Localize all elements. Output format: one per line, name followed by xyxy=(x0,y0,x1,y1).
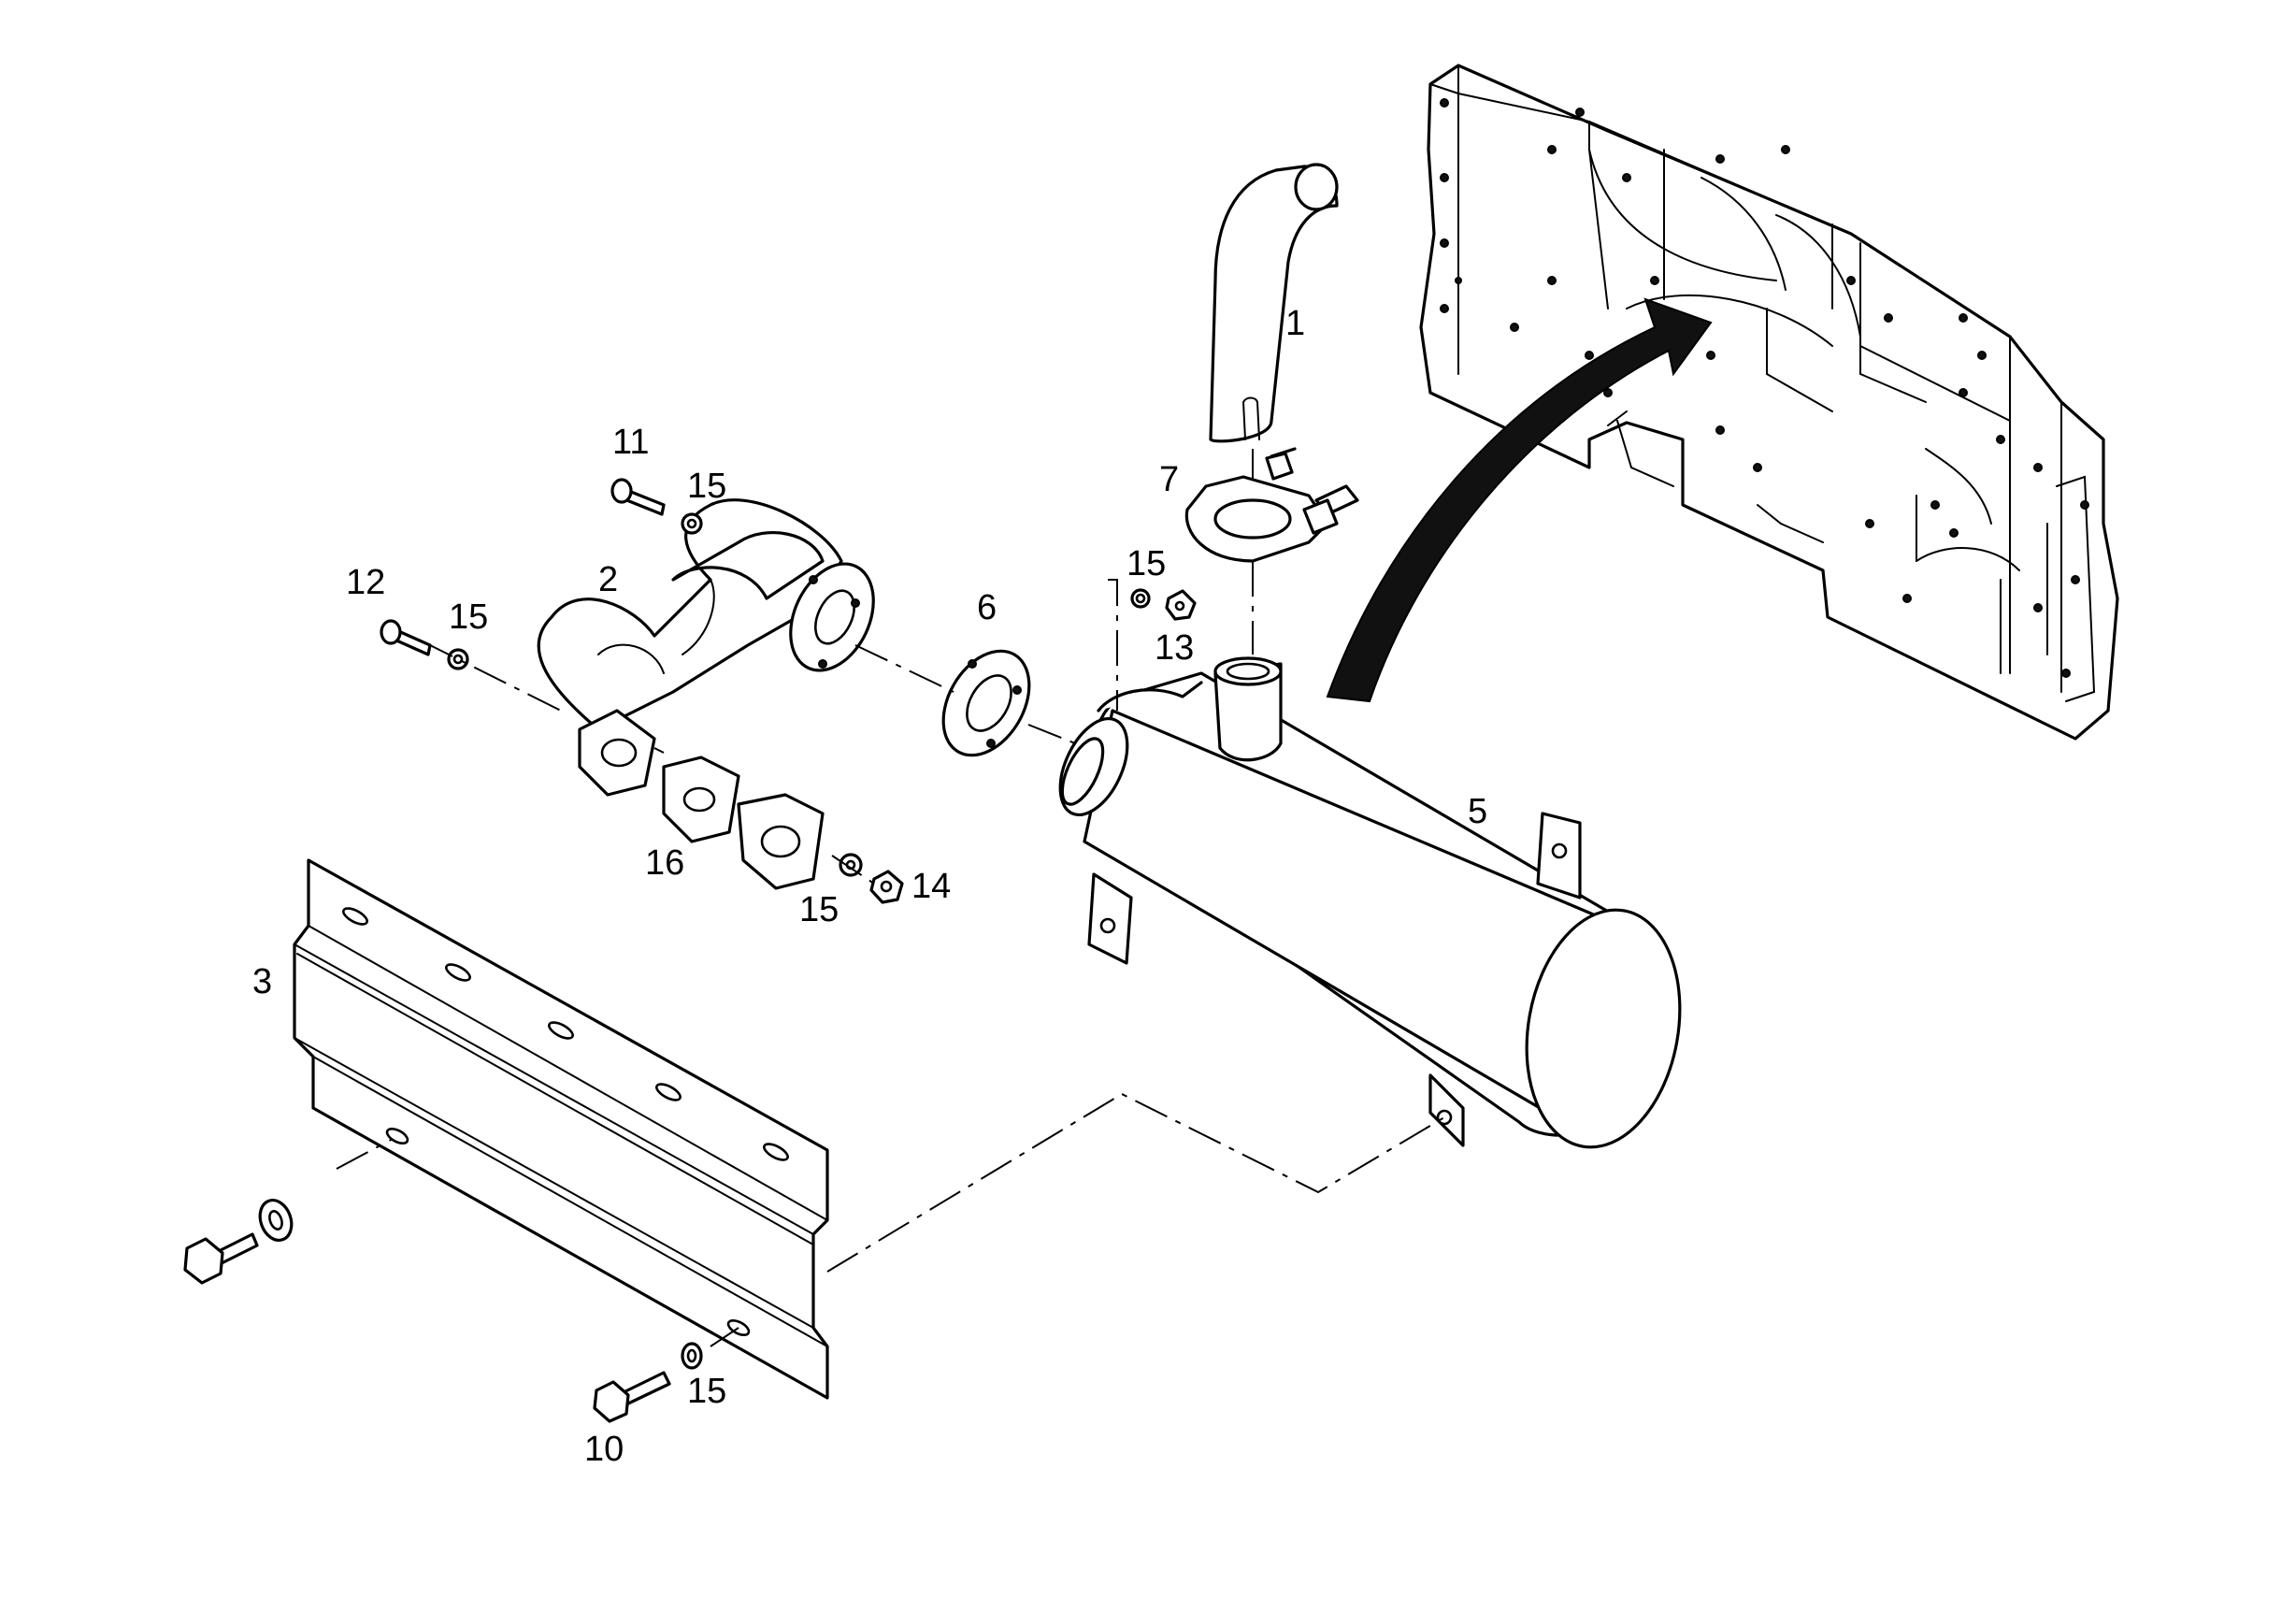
flange-gasket xyxy=(662,756,825,890)
callout-11: 11 xyxy=(612,423,649,462)
callout-12: 12 xyxy=(346,563,385,602)
callout-10: 10 xyxy=(584,1430,624,1469)
washer-15-c xyxy=(1130,588,1151,609)
callout-15-d: 15 xyxy=(799,890,839,929)
callout-15-c: 15 xyxy=(1126,544,1166,583)
callout-2: 2 xyxy=(598,560,618,599)
callout-labels: 1 2 3 5 6 7 10 11 12 13 14 15 15 15 15 1… xyxy=(252,304,1487,1469)
nut-14 xyxy=(869,870,904,904)
exhaust-clamp xyxy=(1184,447,1359,563)
heat-shield xyxy=(293,858,829,1400)
callout-15-e: 15 xyxy=(687,1372,726,1411)
gasket xyxy=(941,649,1031,757)
bolt-12 xyxy=(380,619,432,656)
tail-pipe xyxy=(1209,163,1339,443)
callout-15-a: 15 xyxy=(687,467,726,506)
callout-14: 14 xyxy=(911,867,951,906)
chassis-frame xyxy=(1419,64,2119,741)
callout-7: 7 xyxy=(1159,460,1179,499)
exhaust-pipe xyxy=(537,498,875,797)
washer-15-b xyxy=(447,648,469,670)
centerlines xyxy=(336,579,1445,1347)
callout-1: 1 xyxy=(1285,304,1305,343)
callout-5: 5 xyxy=(1468,792,1487,831)
washer-15-e xyxy=(681,1342,703,1370)
bolt-10 xyxy=(593,1371,671,1423)
arrow-to-chassis xyxy=(1326,297,1713,703)
callout-3: 3 xyxy=(252,962,272,1001)
washer-15-a xyxy=(681,512,703,535)
washer-large xyxy=(258,1199,294,1242)
callout-6: 6 xyxy=(977,588,997,627)
callout-13: 13 xyxy=(1155,628,1194,668)
callout-15-b: 15 xyxy=(449,597,488,637)
muffler xyxy=(1058,656,1682,1149)
callout-16: 16 xyxy=(645,843,684,883)
bolt-large xyxy=(183,1232,259,1285)
nut-13 xyxy=(1165,589,1197,621)
bolt-11 xyxy=(610,478,666,516)
